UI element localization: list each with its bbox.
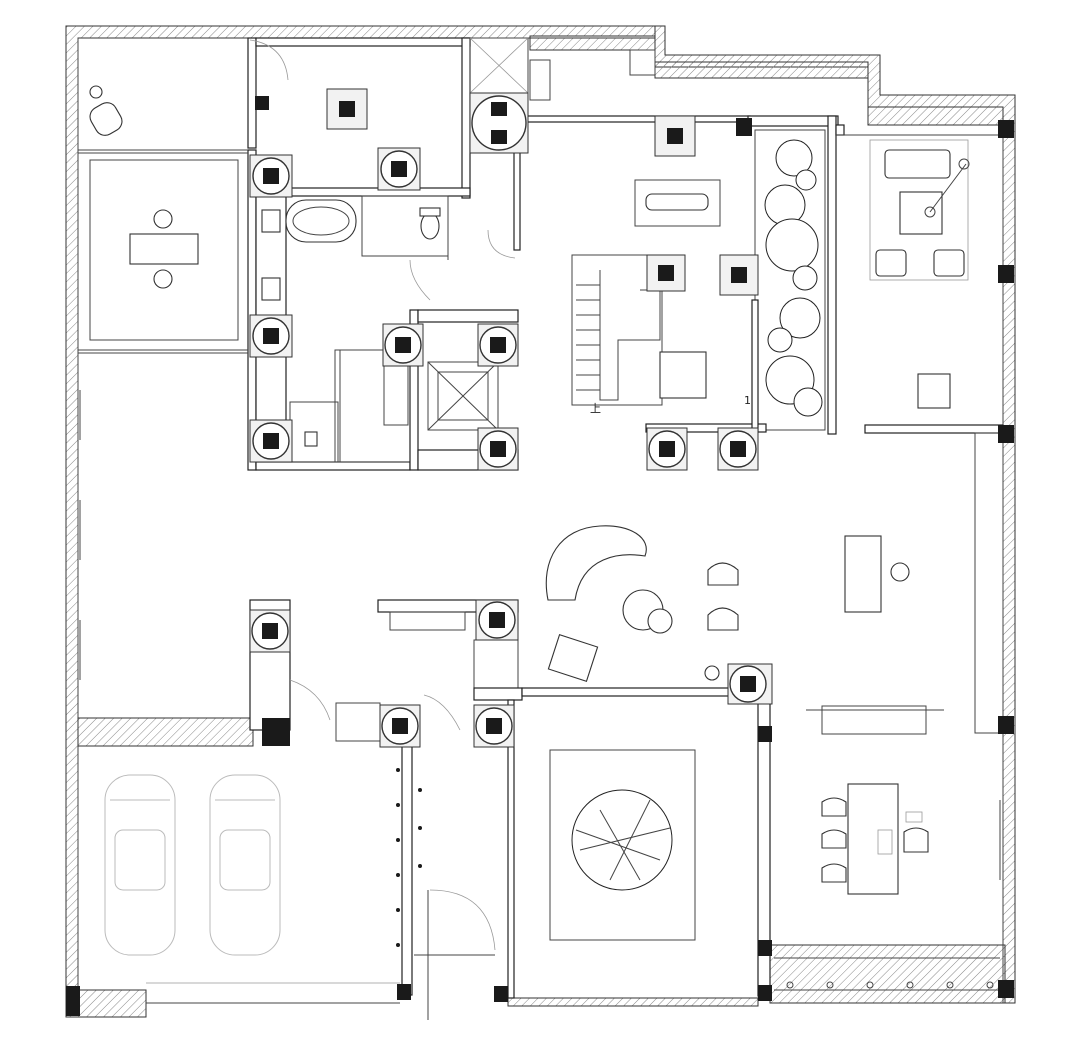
- armchair: [547, 634, 599, 682]
- furniture: [89, 39, 994, 1020]
- column-square: [646, 254, 686, 292]
- column-round: [377, 147, 421, 191]
- courtyard-tree: [571, 789, 673, 891]
- column-round: [473, 704, 515, 748]
- plan-labels: 上 1: [590, 394, 751, 415]
- ottoman: [917, 373, 951, 409]
- vanity: [261, 277, 281, 301]
- desk: [129, 233, 199, 265]
- column-round: [477, 323, 519, 367]
- kitchen-island: [844, 535, 882, 613]
- parked-car: [209, 774, 281, 956]
- parked-car: [104, 774, 176, 956]
- column-round: [477, 427, 519, 471]
- chair: [153, 209, 173, 229]
- vanity: [261, 209, 281, 233]
- side-table: [647, 608, 673, 634]
- sofa: [884, 149, 951, 179]
- planter-trees: [764, 139, 823, 417]
- bathtub: [285, 199, 357, 243]
- curved-sofa: [545, 525, 647, 601]
- column-round: [475, 599, 519, 641]
- structural-columns: [66, 88, 1014, 1016]
- column-round: [382, 323, 424, 367]
- armchair: [875, 249, 907, 277]
- column-round: [249, 419, 293, 463]
- stool: [890, 562, 910, 582]
- chair: [153, 269, 173, 289]
- column-round: [727, 663, 773, 705]
- outer-walls: [65, 25, 1016, 1018]
- column-round: [379, 704, 421, 748]
- column-square: [326, 88, 368, 130]
- stair-label: 上: [590, 402, 601, 415]
- chair: [707, 562, 739, 586]
- column-square: [719, 254, 759, 296]
- lounge-chair: [89, 85, 123, 136]
- door-track-dots: [396, 768, 422, 947]
- chair: [707, 607, 739, 631]
- column-square: [654, 115, 696, 157]
- coffee-table: [899, 191, 943, 235]
- toilet: [420, 212, 440, 240]
- armchair: [933, 249, 965, 277]
- column-round: [717, 427, 759, 471]
- column-round: [469, 92, 529, 154]
- column-round: [646, 427, 688, 471]
- step-mark: 1: [744, 394, 751, 407]
- column-round: [249, 154, 293, 198]
- column-round: [249, 609, 291, 653]
- dining-table: [847, 783, 899, 895]
- column-round: [249, 314, 293, 358]
- gym-machine: [634, 179, 721, 227]
- column-small-posts: [66, 96, 1014, 1016]
- stair-treads: [576, 284, 600, 391]
